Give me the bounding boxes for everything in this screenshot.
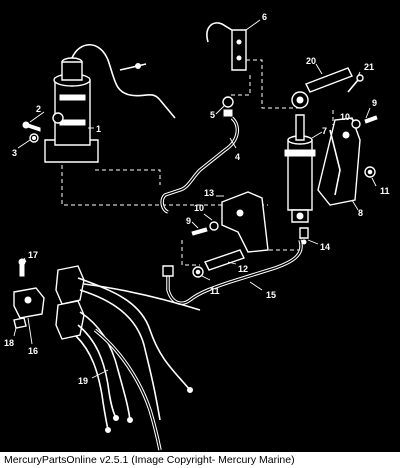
parts-diagram: 1 2 3 4 5 6 7 8 9 10 11 13 10 9 12 11 14… xyxy=(4,12,390,451)
part-9-screw-left xyxy=(191,227,208,236)
callout-leader-lines xyxy=(13,19,377,379)
callout-12: 12 xyxy=(238,264,248,274)
callout-8: 8 xyxy=(358,208,363,218)
part-12-pin xyxy=(204,249,245,271)
part-13-anchor-block xyxy=(221,191,269,253)
part-16-relay xyxy=(13,287,45,319)
callout-19: 19 xyxy=(78,376,88,386)
callout-17: 17 xyxy=(28,250,38,260)
callout-10-left: 10 xyxy=(194,203,204,213)
part-10-washer-right xyxy=(351,119,361,129)
callout-2: 2 xyxy=(36,104,41,114)
part-8-mount-bracket xyxy=(317,117,361,206)
callout-5: 5 xyxy=(210,110,215,120)
callout-18: 18 xyxy=(4,338,14,348)
callout-3: 3 xyxy=(12,148,17,158)
callout-9-left: 9 xyxy=(186,216,191,226)
part-1-pump-reservoir xyxy=(44,43,176,163)
part-17-screw xyxy=(18,258,26,277)
part-19-wiring-harness xyxy=(55,265,201,451)
part-11-nut-right xyxy=(364,166,376,178)
part-2-screw xyxy=(22,121,41,132)
part-7-trim-cylinder xyxy=(284,91,316,223)
callout-9-right: 9 xyxy=(372,98,377,108)
copyright-footer: MercuryPartsOnline v2.5.1 (Image Copyrig… xyxy=(0,452,400,468)
part-20-pin-rod xyxy=(305,67,353,93)
callout-16: 16 xyxy=(28,346,38,356)
callout-11-right: 11 xyxy=(380,186,390,196)
callout-21: 21 xyxy=(364,62,374,72)
part-3-washer xyxy=(29,133,39,143)
part-10-washer-left xyxy=(209,221,219,231)
callout-4: 4 xyxy=(235,152,240,162)
part-6-bracket xyxy=(206,22,247,71)
part-4-hydraulic-tube xyxy=(160,116,240,214)
callout-7: 7 xyxy=(322,126,327,136)
part-18-nut xyxy=(13,317,27,329)
callout-11-left: 11 xyxy=(210,286,220,296)
part-15-hydraulic-tube xyxy=(162,239,303,305)
callout-14: 14 xyxy=(320,242,330,252)
callout-6: 6 xyxy=(262,12,267,22)
part-9-screw-right xyxy=(364,115,378,124)
callout-15: 15 xyxy=(266,290,276,300)
callout-13: 13 xyxy=(204,188,214,198)
callout-20: 20 xyxy=(306,56,316,66)
part-11-nut-left xyxy=(192,266,204,278)
part-14-fitting xyxy=(299,227,309,245)
part-21-cotter-pin xyxy=(347,74,364,93)
callout-1: 1 xyxy=(96,124,101,134)
callout-numbers: 1 2 3 4 5 6 7 8 9 10 11 13 10 9 12 11 14… xyxy=(4,12,390,386)
part-5-fitting xyxy=(222,96,234,117)
callout-10-right: 10 xyxy=(340,112,350,122)
